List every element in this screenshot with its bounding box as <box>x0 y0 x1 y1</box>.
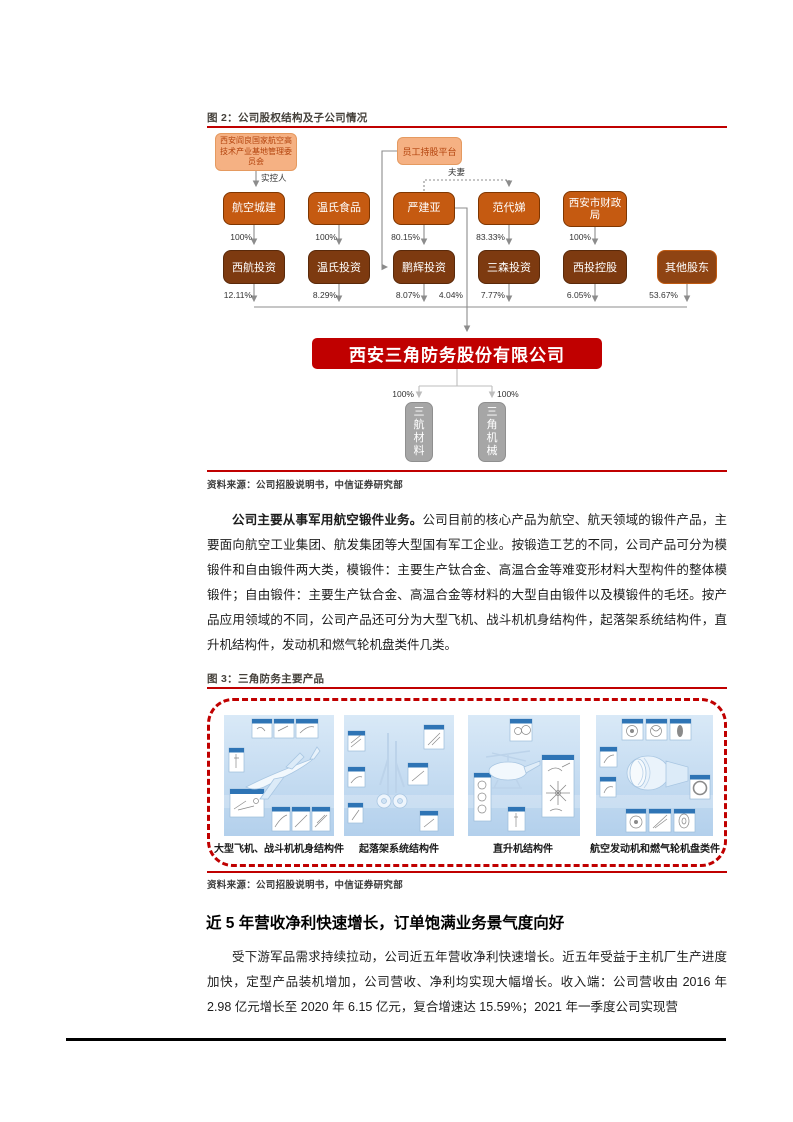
paragraph-1-rest: 公司目前的核心产品为航空、航天领域的锻件产品，主要面向航空工业集团、航发集团等大… <box>207 513 727 652</box>
product-label-1: 起落架系统结构件 <box>359 844 439 855</box>
figure3-caption-rule <box>207 687 727 689</box>
paragraph-2: 受下游军品需求持续拉动，公司近五年营收净利快速增长。近五年受益于主机厂生产进度加… <box>207 950 727 1014</box>
percent-lower-0: 12.11% <box>223 290 252 300</box>
controller-edge-label: 实控人 <box>261 173 287 183</box>
org-box-parent-4: 西安市财政局 <box>563 191 627 227</box>
org-box-parent-1: 温氏食品 <box>308 192 370 225</box>
percent-lower-3: 7.77% <box>480 290 505 300</box>
products-dashed-frame <box>207 698 727 867</box>
percent-upper-2: 80.15% <box>391 232 420 242</box>
subsidiary-label: 三航材料 <box>413 406 425 457</box>
org-box-company: 西安三角防务股份有限公司 <box>312 338 602 369</box>
page-footer-rule <box>66 1038 726 1041</box>
figure3-caption: 图 3：三角防务主要产品 <box>207 673 325 685</box>
percent-upper-1: 100% <box>315 232 337 242</box>
product-panel-illustration-landing-gear <box>344 715 454 836</box>
product-label-2: 直升机结构件 <box>493 844 553 855</box>
org-box-holder-3: 三森投资 <box>478 250 540 284</box>
figure2-caption: 图 2：公司股权结构及子公司情况 <box>207 112 368 124</box>
percent-lower-5: 53.67% <box>649 290 678 300</box>
spouse-edge-label: 夫妻 <box>448 167 466 177</box>
org-box-subsidiary-1: 三角机械 <box>478 402 506 462</box>
figure3-bottom-rule <box>207 871 727 873</box>
org-box-holder-1: 温氏投资 <box>308 250 370 284</box>
product-label-3: 航空发动机和燃气轮机盘类件 <box>590 844 720 855</box>
org-box-parent-3: 范代娣 <box>478 192 540 225</box>
paragraph-1: 公司主要从事军用航空锻件业务。公司目前的核心产品为航空、航天领域的锻件产品，主要… <box>207 508 727 658</box>
org-box-holder-5: 其他股东 <box>657 250 717 284</box>
percent-subsidiary-0: 100% <box>392 389 414 399</box>
percent-subsidiary-1: 100% <box>497 389 519 399</box>
org-box-parent-2: 严建亚 <box>393 192 455 225</box>
subsidiary-label: 三角机械 <box>486 406 498 457</box>
figure3-source: 资料来源：公司招股说明书，中信证券研究部 <box>207 880 404 891</box>
org-box-holder-2: 鹏辉投资 <box>393 250 455 284</box>
product-label-0: 大型飞机、战斗机机身结构件 <box>214 844 344 855</box>
org-box-subsidiary-0: 三航材料 <box>405 402 433 462</box>
percent-lower-1: 8.29% <box>312 290 337 300</box>
percent-lower-2: 8.07% <box>395 290 420 300</box>
product-panel-illustration-helicopter <box>468 715 580 836</box>
org-box-holder-4: 西投控股 <box>563 250 627 284</box>
product-panel-illustration-engine <box>596 715 713 836</box>
product-panel-illustration-aircraft <box>224 715 334 836</box>
figure2-caption-rule <box>207 126 727 128</box>
org-box-actual-controller: 西安阎良国家航空高技术产业基地管理委员会 <box>215 133 297 171</box>
section-heading: 近 5 年营收净利快速增长，订单饱满业务景气度向好 <box>206 915 565 932</box>
figure2-bottom-rule <box>207 470 727 472</box>
percent-lower-4: 6.05% <box>566 290 591 300</box>
org-box-parent-0: 航空城建 <box>223 192 285 225</box>
org-box-employee-platform: 员工持股平台 <box>397 137 462 165</box>
figure2-source: 资料来源：公司招股说明书，中信证券研究部 <box>207 480 404 491</box>
paragraph-1-lead: 公司主要从事军用航空锻件业务。 <box>232 513 423 527</box>
percent-upper-0: 100% <box>230 232 252 242</box>
org-chart-connectors <box>250 150 691 399</box>
percent-direct: 4.04% <box>438 290 463 300</box>
percent-upper-4: 100% <box>569 232 591 242</box>
org-box-holder-0: 西航投资 <box>223 250 285 284</box>
percent-upper-3: 83.33% <box>476 232 505 242</box>
